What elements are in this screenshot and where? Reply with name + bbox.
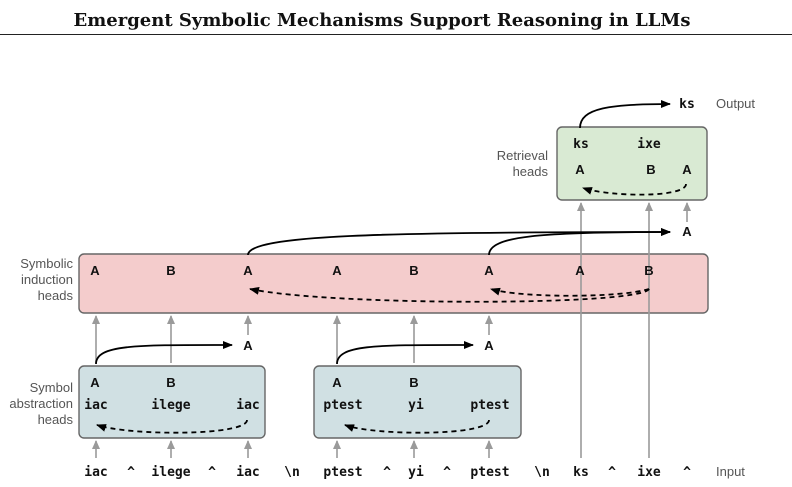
input-token: ptest bbox=[470, 465, 509, 480]
input-token: ilege bbox=[151, 465, 190, 480]
induction-symbol-2: B bbox=[166, 263, 175, 278]
retrieval-dashed-arrow bbox=[582, 183, 687, 196]
retrieval-symbol-2: B bbox=[646, 162, 655, 177]
induction-symbol-8: B bbox=[644, 263, 653, 278]
abstraction2-token-2: yi bbox=[408, 398, 424, 413]
abstraction1-token-3: iac bbox=[236, 398, 259, 413]
retrieval-symbol-1: A bbox=[575, 162, 585, 177]
input-token: ptest bbox=[323, 465, 362, 480]
input-token: ^ bbox=[127, 465, 135, 480]
induction-dashed-arrow-long bbox=[249, 286, 650, 303]
input-to-retrieval-arrows bbox=[577, 202, 691, 458]
abstraction-heads-box-1 bbox=[78, 365, 266, 439]
abstraction1-token-2: ilege bbox=[151, 398, 190, 413]
input-token: ks bbox=[573, 465, 589, 480]
input-token: iac bbox=[236, 465, 259, 480]
input-token: yi bbox=[408, 465, 424, 480]
input-token: iac bbox=[84, 465, 107, 480]
abstraction2-token-3: ptest bbox=[470, 398, 509, 413]
abstraction1-token-1: iac bbox=[84, 398, 107, 413]
induction-symbol-6: A bbox=[484, 263, 494, 278]
retrieval-label-line-2: heads bbox=[513, 164, 549, 179]
input-label: Input bbox=[716, 464, 745, 479]
abstraction2-output: A bbox=[484, 338, 494, 353]
abstraction-label-line-1: Symbol bbox=[30, 380, 73, 395]
abstraction2-symbol-b: B bbox=[409, 375, 418, 390]
induction-symbol-7: A bbox=[575, 263, 585, 278]
abstraction2-dashed-arrow bbox=[344, 419, 490, 434]
induction-symbol-5: B bbox=[409, 263, 418, 278]
retrieval-token-1: ks bbox=[573, 137, 589, 152]
input-token: ^ bbox=[608, 465, 616, 480]
induction-heads-box bbox=[78, 253, 709, 314]
abstraction-label-line-3: heads bbox=[38, 412, 74, 427]
retrieval-label-line-1: Retrieval bbox=[497, 148, 548, 163]
abstraction1-symbol-a: A bbox=[90, 375, 100, 390]
title-divider bbox=[0, 34, 792, 35]
induction-output: A bbox=[682, 224, 692, 239]
input-sequence: iac ^ ilege ^ iac \n ptest ^ yi ^ ptest … bbox=[84, 465, 691, 480]
induction-heads-label: Symbolic induction heads bbox=[20, 256, 73, 303]
page-title: Emergent Symbolic Mechanisms Support Rea… bbox=[73, 10, 691, 31]
retrieval-output: ks bbox=[679, 97, 695, 112]
induction-symbol-4: A bbox=[332, 263, 342, 278]
input-token: ^ bbox=[683, 465, 691, 480]
input-token: ^ bbox=[443, 465, 451, 480]
abstraction-heads-label: Symbol abstraction heads bbox=[9, 380, 73, 427]
output-label: Output bbox=[716, 96, 755, 111]
abstraction-heads-box-2 bbox=[313, 365, 522, 439]
input-token: ^ bbox=[383, 465, 391, 480]
induction-label-line-1: Symbolic bbox=[20, 256, 73, 271]
induction-symbol-3: A bbox=[243, 263, 253, 278]
retrieval-heads-label: Retrieval heads bbox=[497, 148, 549, 179]
abstraction1-output: A bbox=[243, 338, 253, 353]
input-token: ixe bbox=[637, 465, 661, 480]
abstraction2-symbol-a: A bbox=[332, 375, 342, 390]
abstraction2-solid-arrow bbox=[336, 340, 474, 365]
abstraction-to-induction-arrows bbox=[92, 315, 493, 363]
induction-label-line-3: heads bbox=[38, 288, 74, 303]
induction-solid-arrow-2 bbox=[488, 228, 671, 256]
induction-dashed-arrow-short bbox=[490, 287, 650, 297]
input-token: \n bbox=[284, 465, 300, 480]
input-token: \n bbox=[534, 465, 550, 480]
abstraction1-symbol-b: B bbox=[166, 375, 175, 390]
abstraction2-token-1: ptest bbox=[323, 398, 362, 413]
abstraction-label-line-2: abstraction bbox=[9, 396, 73, 411]
retrieval-symbol-3: A bbox=[682, 162, 692, 177]
retrieval-heads-box bbox=[556, 126, 708, 201]
input-to-abstraction-arrows bbox=[92, 440, 493, 458]
input-token: ^ bbox=[208, 465, 216, 480]
induction-symbol-1: A bbox=[90, 263, 100, 278]
retrieval-token-2: ixe bbox=[637, 137, 661, 152]
abstraction1-solid-arrow bbox=[95, 340, 233, 365]
abstraction1-dashed-arrow bbox=[96, 419, 248, 434]
induction-solid-arrow-1 bbox=[247, 228, 671, 256]
retrieval-solid-arrow bbox=[579, 100, 671, 129]
induction-label-line-2: induction bbox=[21, 272, 73, 287]
